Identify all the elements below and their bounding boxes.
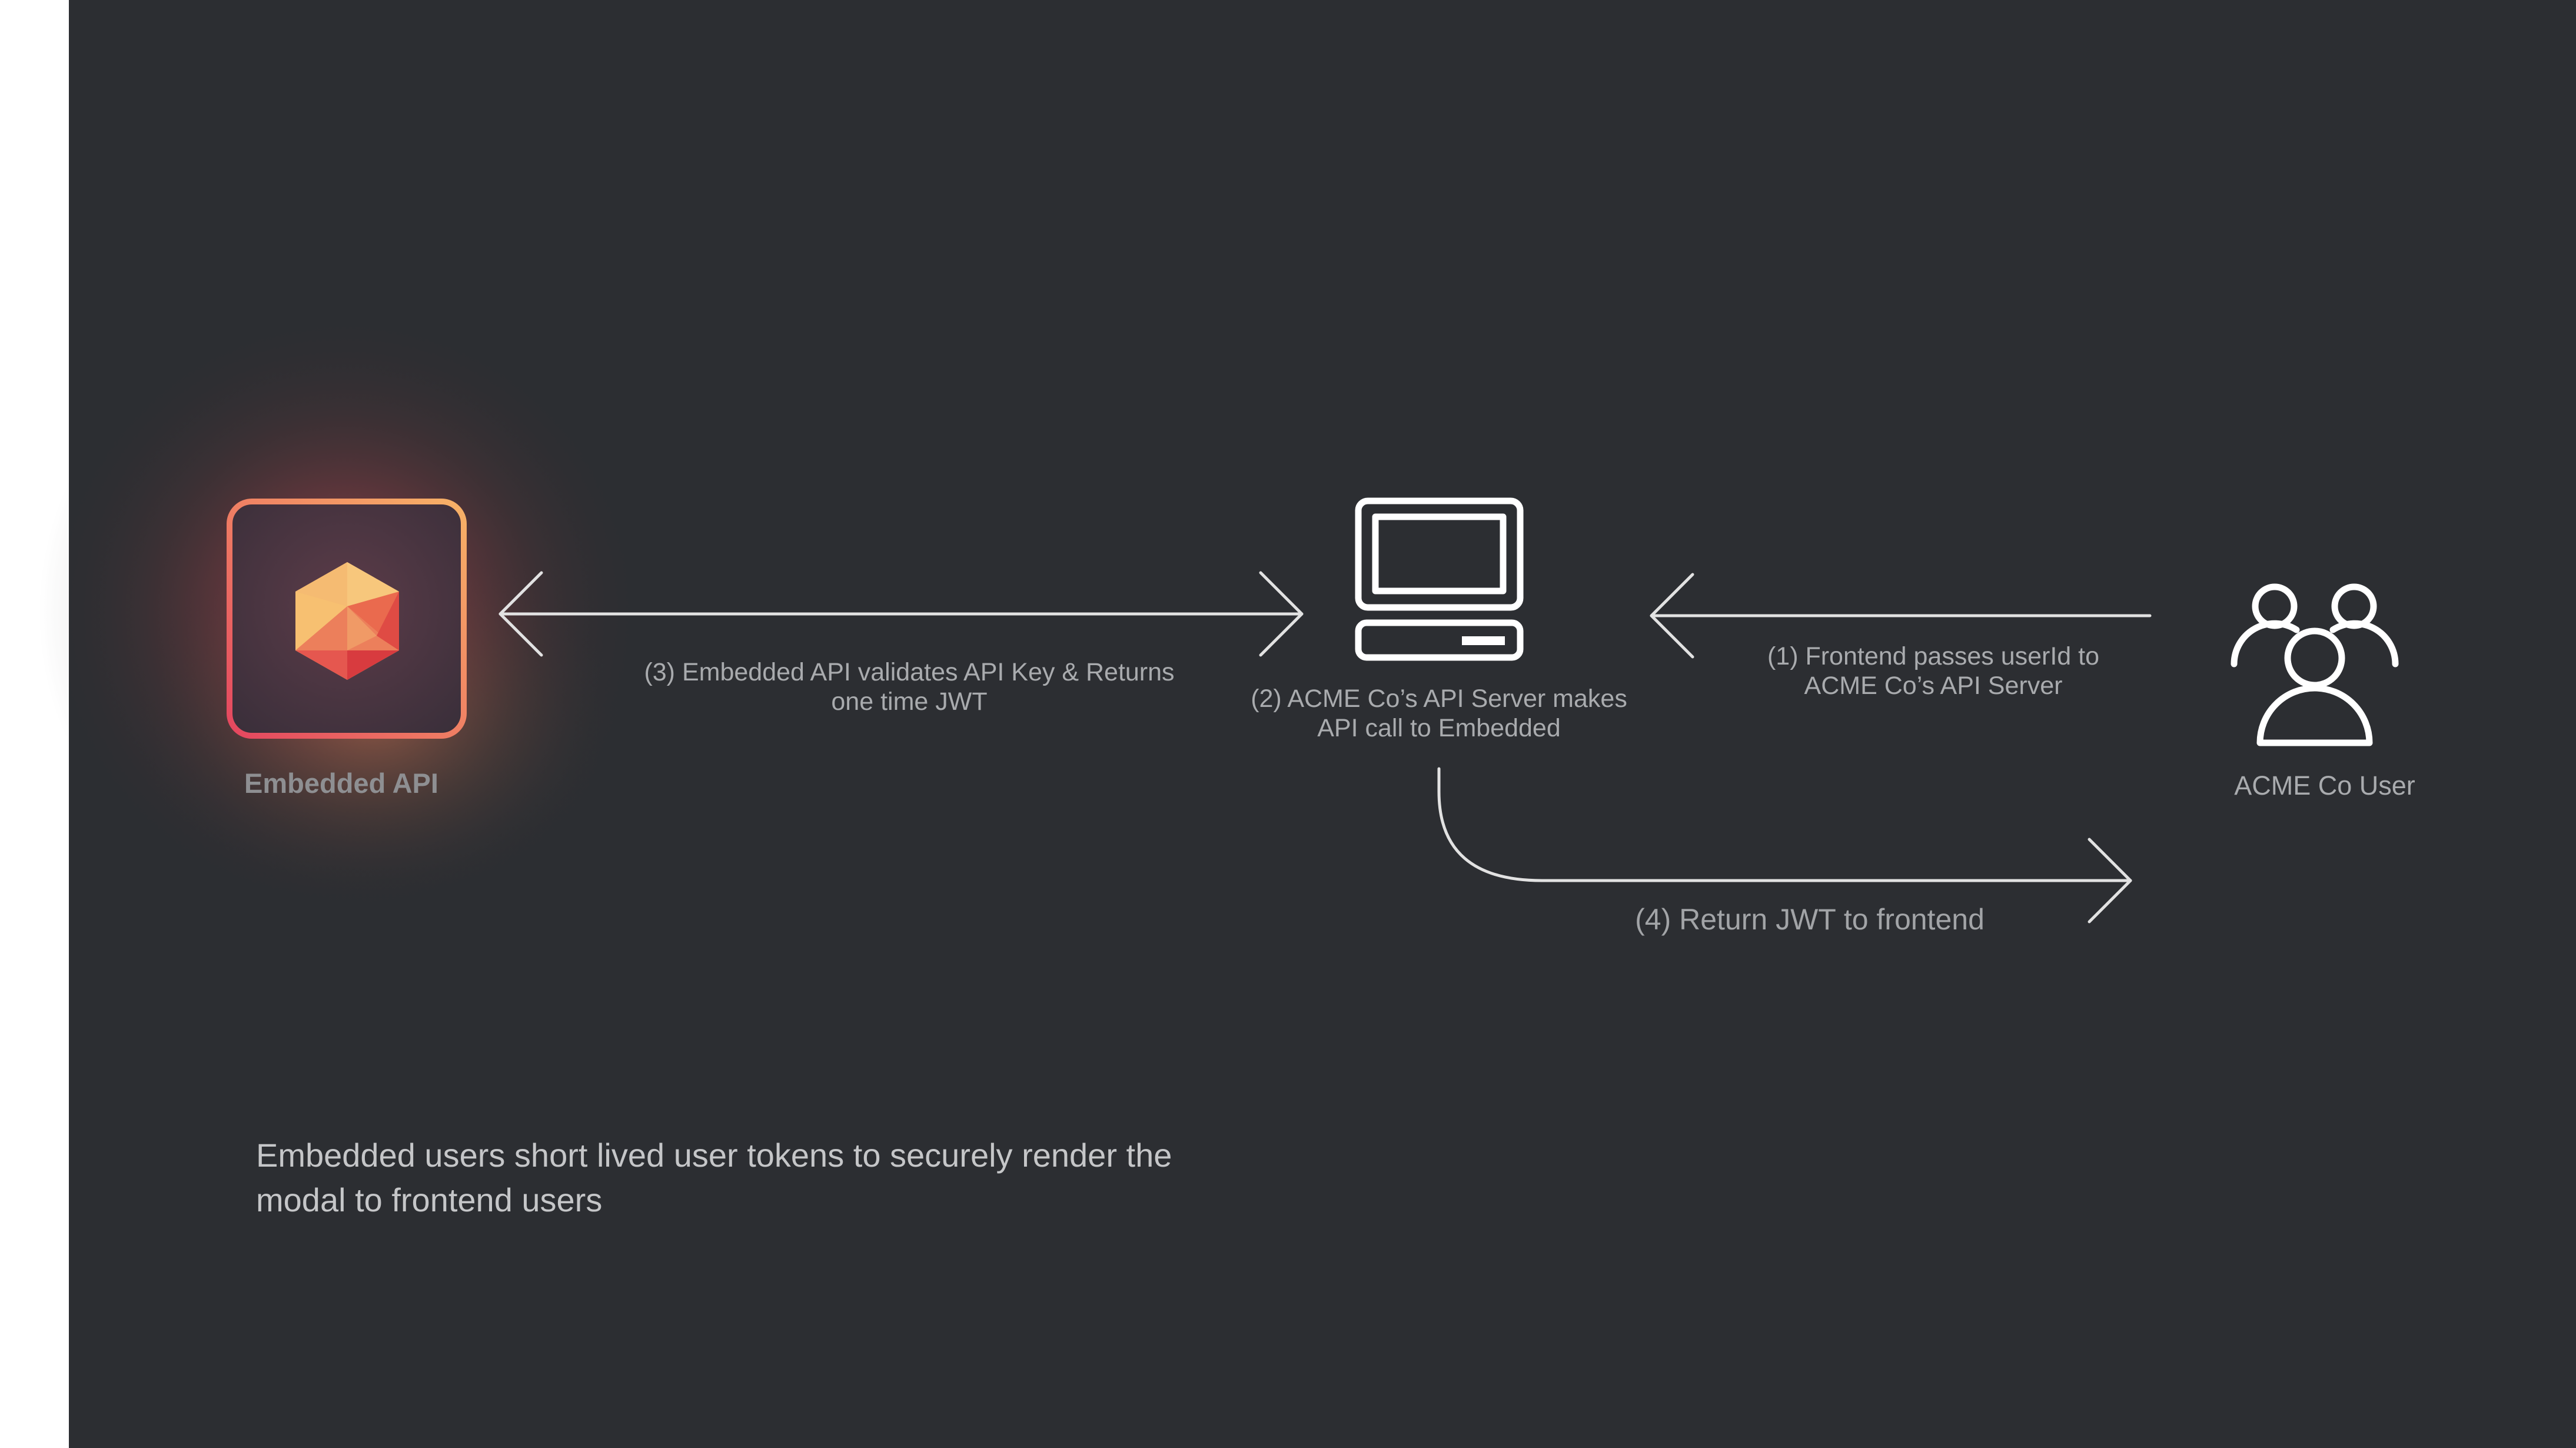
step3-label: (3) Embedded API validates API Key & Ret… bbox=[589, 657, 1230, 716]
step3-label-line2: one time JWT bbox=[831, 688, 988, 716]
api-server-label: (2) ACME Co’s API Server makes API call … bbox=[1204, 684, 1674, 743]
step3-double-arrow bbox=[498, 571, 1304, 657]
user-label: ACME Co User bbox=[2234, 771, 2415, 801]
diagram-caption: Embedded users short lived user tokens t… bbox=[256, 1137, 1172, 1218]
embedded-api-label: Embedded API bbox=[244, 768, 438, 799]
step3-label-line1: (3) Embedded API validates API Key & Ret… bbox=[644, 658, 1175, 686]
step1-label-line2: ACME Co’s API Server bbox=[1804, 672, 2063, 700]
embedded-logo-icon bbox=[295, 562, 399, 680]
step4-label: (4) Return JWT to frontend bbox=[1635, 903, 1985, 936]
api-server-label-line1: (2) ACME Co’s API Server makes bbox=[1251, 685, 1627, 713]
step1-arrow bbox=[1650, 573, 2152, 659]
step1-label: (1) Frontend passes userId to ACME Co’s … bbox=[1707, 642, 2160, 700]
step1-label-line1: (1) Frontend passes userId to bbox=[1767, 642, 2100, 670]
computer-icon bbox=[1355, 497, 1524, 661]
step4-arrow bbox=[1437, 767, 2132, 924]
users-icon bbox=[2231, 583, 2399, 746]
api-server-label-line2: API call to Embedded bbox=[1317, 714, 1561, 742]
